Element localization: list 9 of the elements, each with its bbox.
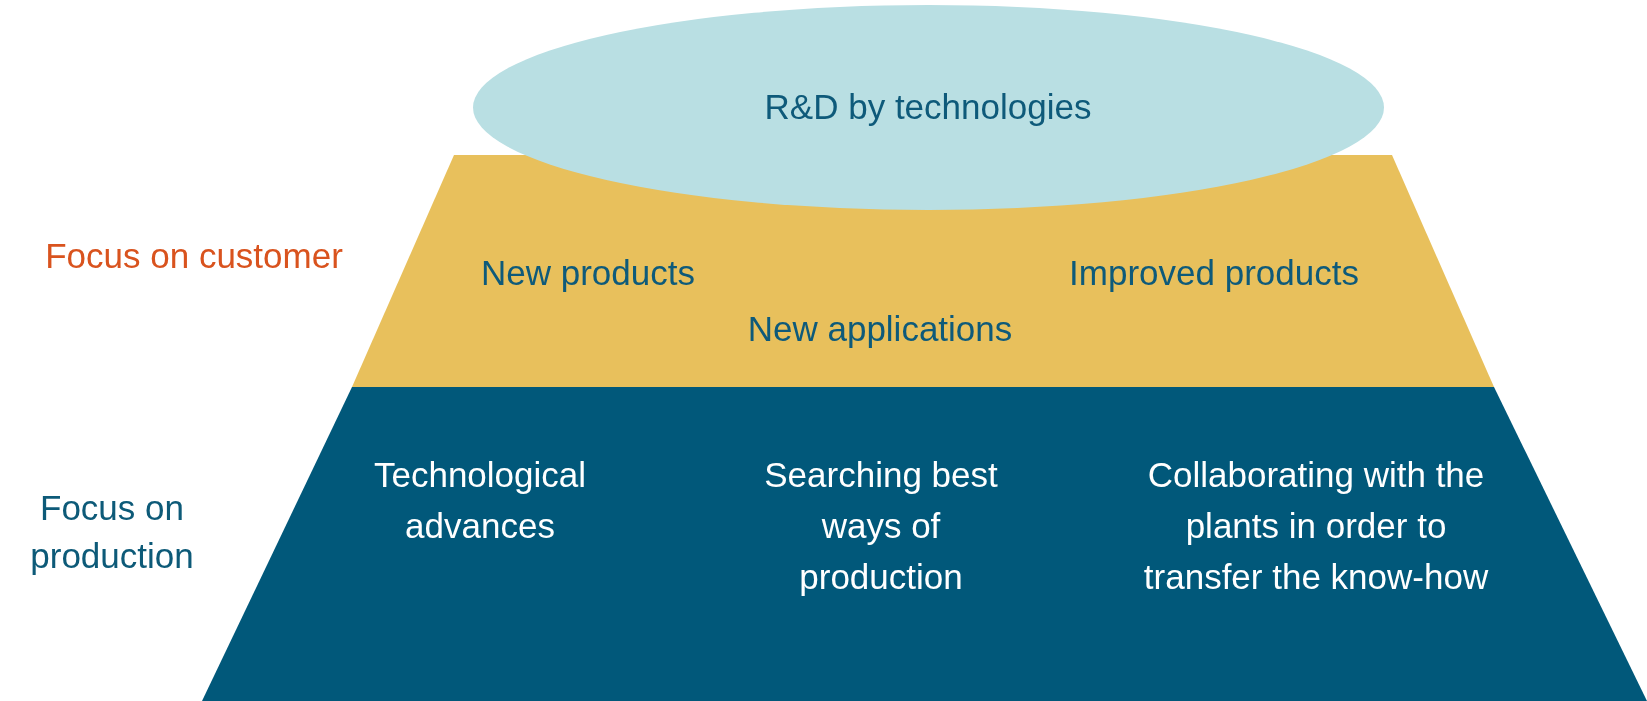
side-label: Focus on customer — [44, 235, 344, 277]
node-text: Searching best ways of production — [763, 454, 999, 598]
node-text: Improved products — [1068, 252, 1360, 294]
node-text: New products — [480, 252, 696, 294]
node-text: Technological advances — [372, 454, 588, 547]
side-label: Focus on production — [29, 487, 195, 577]
node-text: R&D by technologies — [763, 86, 1093, 128]
node-text: Collaborating with the plants in order to transfer the know-how — [1143, 454, 1489, 598]
node-text: New applications — [746, 308, 1014, 350]
